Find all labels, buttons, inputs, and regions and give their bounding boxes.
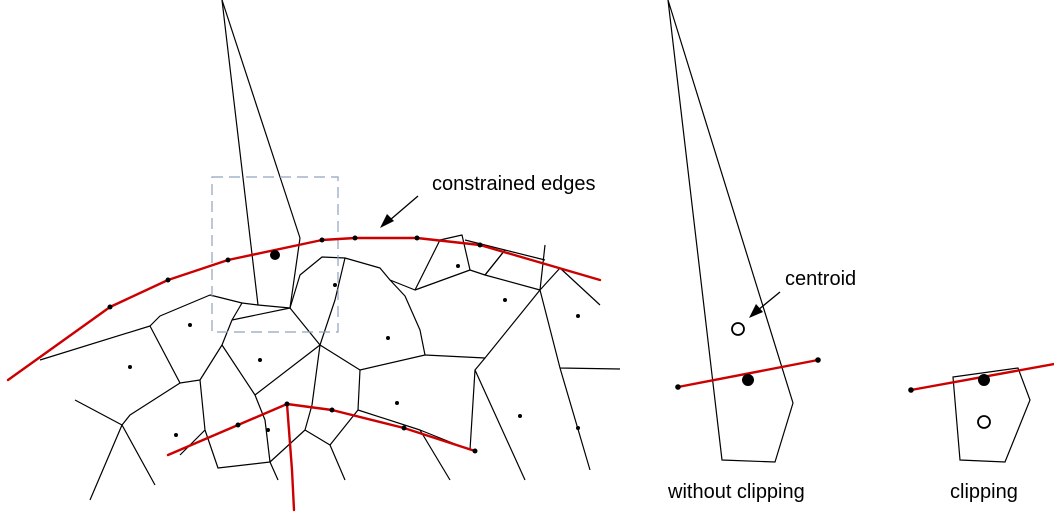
site-point <box>188 323 192 327</box>
site-point <box>107 304 113 310</box>
constrained-edges-arrow-head <box>380 214 394 228</box>
site-points <box>107 235 580 454</box>
voronoi-mesh <box>39 0 621 501</box>
clipped-site-point <box>978 374 990 386</box>
site-point <box>395 401 399 405</box>
site-point <box>386 336 390 340</box>
cell-edge <box>424 289 541 359</box>
cell-edge <box>254 394 271 463</box>
clipped-edge-endpoint <box>908 387 914 393</box>
cell-edge <box>269 429 306 481</box>
site-point <box>225 257 231 263</box>
centroid-label: centroid <box>785 268 856 290</box>
site-point <box>284 401 290 407</box>
cell-edge <box>221 344 321 396</box>
site-point <box>333 283 337 287</box>
without-clipping-label: without clipping <box>667 481 805 503</box>
constrained-edges <box>6 236 602 512</box>
cell-edge <box>484 249 506 276</box>
sliver-cell-edge <box>221 0 301 239</box>
without-clipping-panel: centroid without clipping <box>667 0 856 503</box>
site-point <box>414 235 420 241</box>
centroid-arrow-head <box>749 304 763 318</box>
cell-edge <box>89 424 123 501</box>
cell-edge <box>231 307 321 346</box>
cell-edge <box>121 382 181 426</box>
cell-edge <box>419 429 451 481</box>
cell-edge <box>319 257 426 371</box>
cell-edge <box>559 367 591 471</box>
cell-edge <box>179 429 206 456</box>
cell-edge <box>414 269 471 291</box>
clipped-centroid-marker <box>977 415 991 429</box>
site-point <box>235 422 241 428</box>
centroid-arrow-shaft <box>757 291 781 311</box>
site-point <box>401 425 407 431</box>
unclipped-site-point <box>742 374 754 386</box>
cell-edge <box>199 379 271 469</box>
cell-edge <box>464 239 546 261</box>
unclipped-edge-endpoint <box>815 357 821 363</box>
cell-edge <box>304 344 331 446</box>
unclipped-constrained-edge <box>676 358 820 389</box>
cell-edge <box>289 234 506 309</box>
site-point <box>576 314 580 318</box>
cell-edge <box>149 294 243 384</box>
site-point <box>329 407 335 413</box>
cell-edge <box>329 369 361 446</box>
site-point <box>477 242 483 248</box>
site-point <box>174 433 178 437</box>
site-point <box>319 237 325 243</box>
site-point <box>518 414 522 418</box>
site-point <box>576 426 580 430</box>
site-point <box>456 264 460 268</box>
constrained-edge-upper <box>6 236 602 382</box>
constrained-edges-arrow-shaft <box>389 195 419 221</box>
cell-edge <box>484 267 601 306</box>
clipping-label: clipping <box>950 481 1018 503</box>
site-point <box>352 235 358 241</box>
cell-edge <box>539 244 546 291</box>
unclipped-cell <box>667 0 794 463</box>
zoom-box <box>211 176 339 333</box>
site-point <box>472 448 478 454</box>
cell-edge <box>474 369 526 481</box>
unclipped-edge-endpoint <box>675 384 681 390</box>
site-point <box>128 365 132 369</box>
constrained-edge-lower <box>166 402 477 457</box>
site-point <box>258 358 262 362</box>
constrained-edges-label: constrained edges <box>432 173 595 195</box>
site-point <box>266 428 270 432</box>
cell-edge <box>39 325 151 361</box>
unclipped-centroid-marker <box>731 322 745 336</box>
cell-edge <box>469 357 486 451</box>
cell-edge <box>539 289 621 370</box>
constrained-edge-vertical <box>285 402 296 512</box>
clipping-panel: clipping <box>908 362 1054 503</box>
cell-edge <box>329 444 346 481</box>
site-point <box>503 298 507 302</box>
clipped-cell <box>952 367 1031 463</box>
site-point-large <box>270 250 280 260</box>
site-point <box>165 277 171 283</box>
